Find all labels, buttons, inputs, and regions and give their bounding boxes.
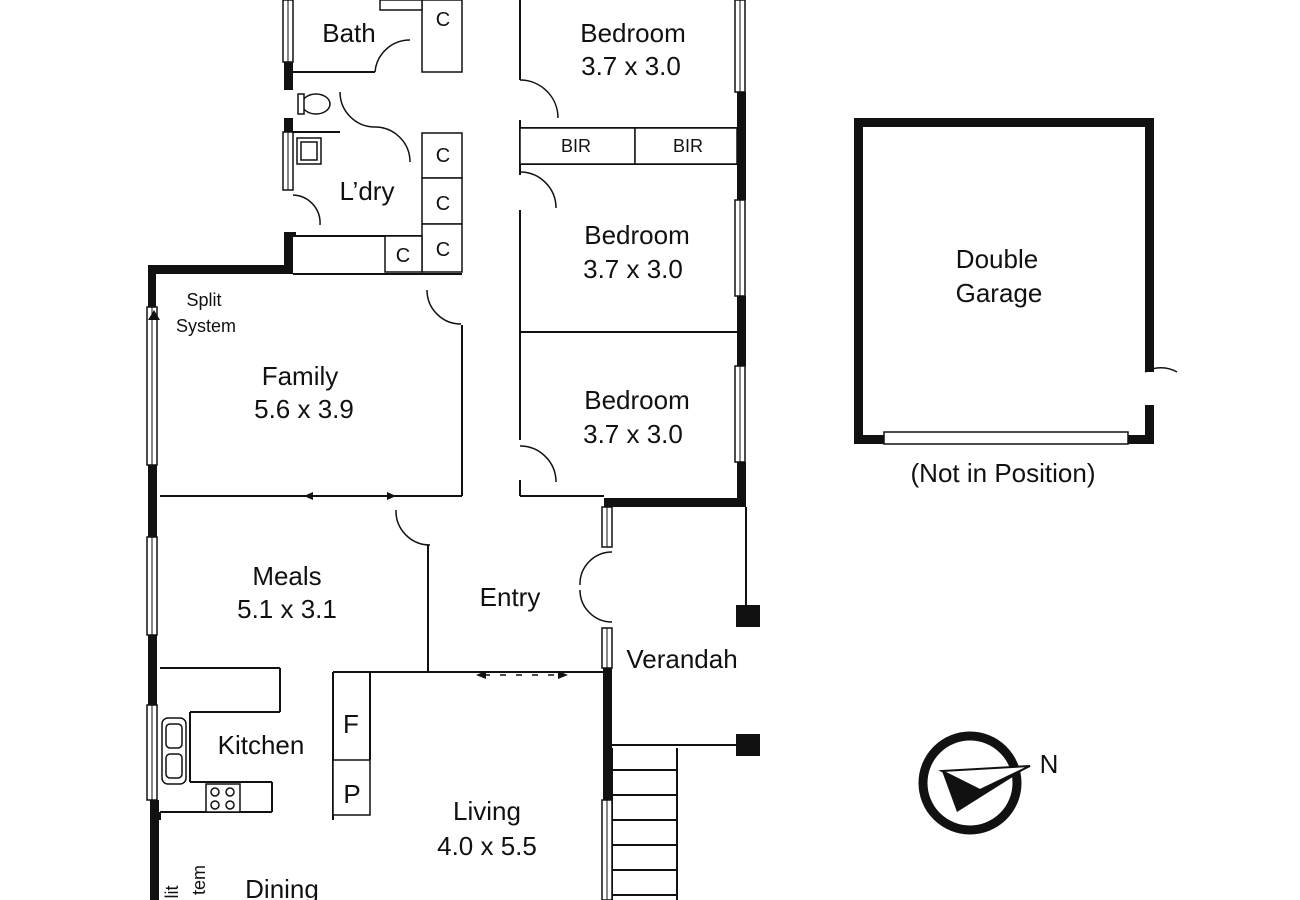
bedroom-2-name: Bedroom	[584, 220, 690, 250]
double-garage	[854, 118, 1154, 444]
split-system-line2: System	[176, 316, 236, 336]
cupboard-label: C	[396, 245, 410, 267]
bedroom-3-name: Bedroom	[584, 385, 690, 415]
cupboard-label: C	[436, 239, 450, 261]
cupboard-label: C	[436, 193, 450, 215]
walls	[148, 62, 760, 900]
meals-name: Meals	[252, 561, 321, 591]
laundry-label: L’dry	[340, 176, 395, 206]
fridge-label: F	[343, 709, 359, 739]
verandah-steps	[612, 769, 677, 896]
bedroom-1-name: Bedroom	[580, 18, 686, 48]
bathroom-fixtures	[296, 93, 331, 165]
family-name: Family	[262, 361, 339, 391]
garage-name-line1: Double	[956, 244, 1038, 274]
cupboard-label: C	[436, 9, 450, 31]
pantry-label: P	[343, 779, 360, 809]
bir-right-label: BIR	[673, 136, 703, 156]
split-system-lower-line1: lit	[162, 886, 182, 899]
cupboards	[332, 0, 738, 816]
bedroom-2-size: 3.7 x 3.0	[583, 254, 683, 284]
split-system-line1: Split	[186, 290, 221, 310]
living-name: Living	[453, 796, 521, 826]
family-size: 5.6 x 3.9	[254, 394, 354, 424]
north-label: N	[1040, 749, 1059, 779]
bedroom-3-size: 3.7 x 3.0	[583, 419, 683, 449]
bath-label: Bath	[322, 18, 376, 48]
kitchen-label: Kitchen	[218, 730, 305, 760]
dining-label: Dining	[245, 874, 319, 900]
garage-name-line2: Garage	[956, 278, 1043, 308]
windows	[146, 0, 1129, 900]
meals-size: 5.1 x 3.1	[237, 594, 337, 624]
split-system-lower-line2: tem	[189, 865, 209, 895]
kitchen-fixtures	[161, 717, 241, 813]
cupboard-label: C	[436, 145, 450, 167]
verandah-label: Verandah	[626, 644, 737, 674]
north-arrow-icon	[918, 731, 1031, 835]
bir-left-label: BIR	[561, 136, 591, 156]
open-plan-arrows	[148, 310, 568, 679]
living-size: 4.0 x 5.5	[437, 831, 537, 861]
entry-label: Entry	[480, 582, 541, 612]
bedroom-1-size: 3.7 x 3.0	[581, 51, 681, 81]
garage-note: (Not in Position)	[911, 458, 1096, 488]
